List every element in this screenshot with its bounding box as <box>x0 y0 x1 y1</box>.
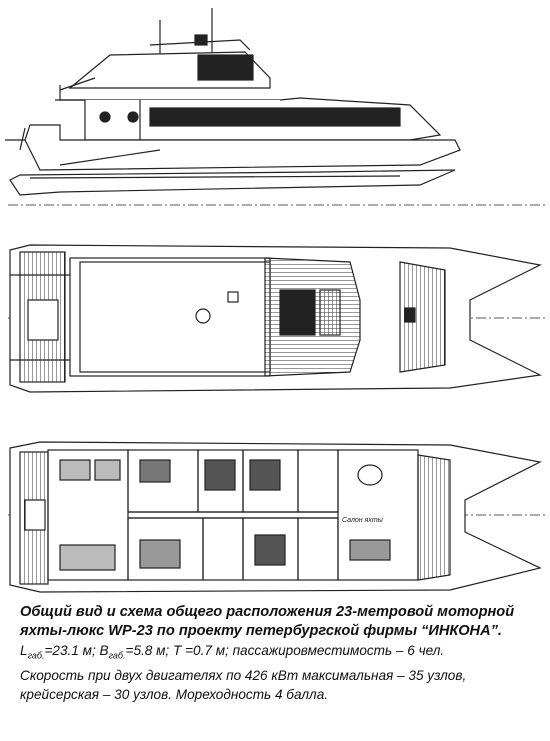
interior-plan-label: Салон яхты <box>342 517 384 524</box>
draft-capacity: T =0.7 м; пассажировместимость – 6 чел. <box>173 643 445 658</box>
length-subscript: габ. <box>27 650 45 661</box>
length-value: =23.1 м; <box>44 643 100 658</box>
beam-value: =5.8 м; <box>125 643 173 658</box>
beam-subscript: габ. <box>108 650 126 661</box>
side-elevation <box>5 8 545 206</box>
deck-plan <box>8 244 545 393</box>
beam-symbol: B <box>99 643 109 658</box>
caption-spec-line-2: Скорость при двух двигателях по 426 кВт … <box>20 667 467 683</box>
caption-spec-line-3: крейсерская – 30 узлов. Мореходность 4 б… <box>20 686 329 702</box>
caption-title: Общий вид и схема общего расположения 23… <box>20 604 515 639</box>
length-symbol: L <box>20 643 28 658</box>
caption-spec-line-1: Lгаб.=23.1 м; Bгаб.=5.8 м; T =0.7 м; пас… <box>20 641 540 666</box>
interior-plan <box>8 441 545 593</box>
figure-caption: Общий вид и схема общего расположения 23… <box>20 603 540 704</box>
yacht-drawing: Салон яхты <box>5 8 545 593</box>
